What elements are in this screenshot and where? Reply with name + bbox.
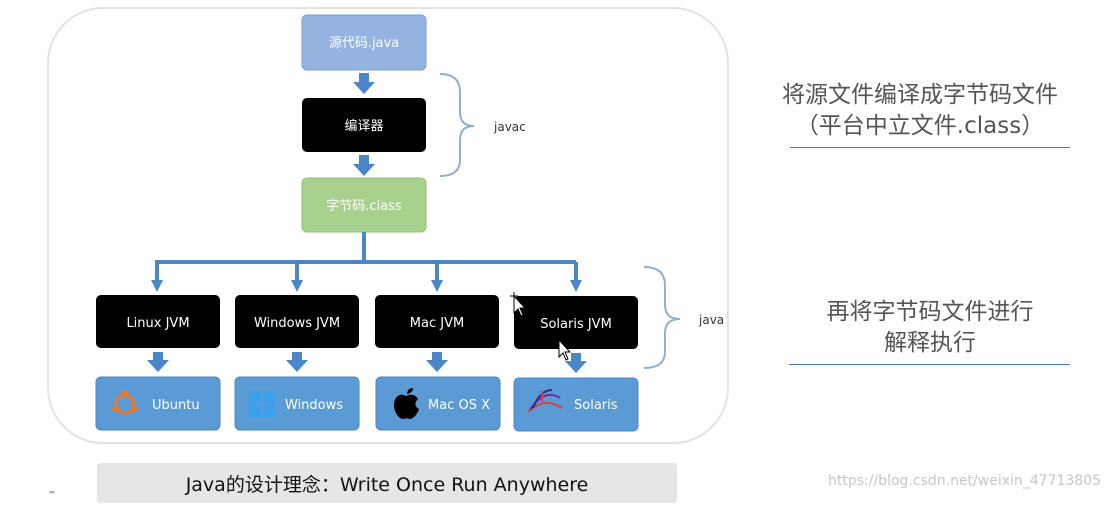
solaris-icon <box>527 389 563 413</box>
windows-icon <box>249 391 275 417</box>
source-code-label: 源代码.java <box>329 36 399 51</box>
execute-caption: 再将字节码文件进行 解释执行 <box>770 297 1090 359</box>
os-box-ubuntu <box>95 376 221 431</box>
jvm-label-windows: Windows JVM <box>254 316 340 331</box>
compiler-label: 编译器 <box>344 119 383 134</box>
os-label-solaris: Solaris <box>574 398 618 413</box>
bytecode-label: 字节码.class <box>326 199 402 214</box>
execute-caption-line1: 再将字节码文件进行 <box>826 299 1034 325</box>
jvm-box-linux <box>96 295 220 348</box>
branch-arrowheads <box>151 280 582 292</box>
execute-caption-line2: 解释执行 <box>884 330 976 356</box>
apple-icon <box>394 388 419 420</box>
ubuntu-icon <box>112 390 138 415</box>
javac-label: javac <box>493 120 526 134</box>
jvm-label-solaris: Solaris JVM <box>540 317 612 332</box>
compile-caption: 将源文件编译成字节码文件 （平台中立文件.class） <box>760 80 1080 142</box>
trademark-symbol: ™ <box>48 490 56 499</box>
compile-caption-line1: 将源文件编译成字节码文件 <box>782 82 1058 108</box>
javac-brace <box>439 73 475 177</box>
os-label-ubuntu: Ubuntu <box>152 398 200 413</box>
arrow-down-icon <box>353 73 375 94</box>
java-label: java <box>698 313 724 327</box>
jvm-box-mac <box>375 295 499 348</box>
os-label-windows: Windows <box>285 398 343 413</box>
jvm-label-linux: Linux JVM <box>126 316 189 331</box>
jvm-box-windows <box>235 295 359 348</box>
jvm-label-mac: Mac JVM <box>410 316 464 331</box>
cursor-icon <box>510 292 527 317</box>
cursor-icon <box>555 336 572 361</box>
java-brace <box>643 266 681 369</box>
distribution-connector <box>155 232 578 282</box>
compile-caption-rule <box>790 147 1070 148</box>
os-label-mac: Mac OS X <box>428 398 490 413</box>
design-philosophy-banner: Java的设计理念：Write Once Run Anywhere <box>97 463 677 503</box>
arrow-down-icon <box>353 155 375 176</box>
source-code-box <box>301 14 427 71</box>
execute-caption-rule <box>789 364 1070 365</box>
watermark-url: https://blog.csdn.net/weixin_47713805 <box>828 473 1102 489</box>
compile-caption-line2: （平台中立文件.class） <box>795 113 1045 139</box>
jvm-box-solaris <box>514 296 638 349</box>
compiler-box <box>302 98 426 152</box>
os-arrows <box>147 352 587 373</box>
